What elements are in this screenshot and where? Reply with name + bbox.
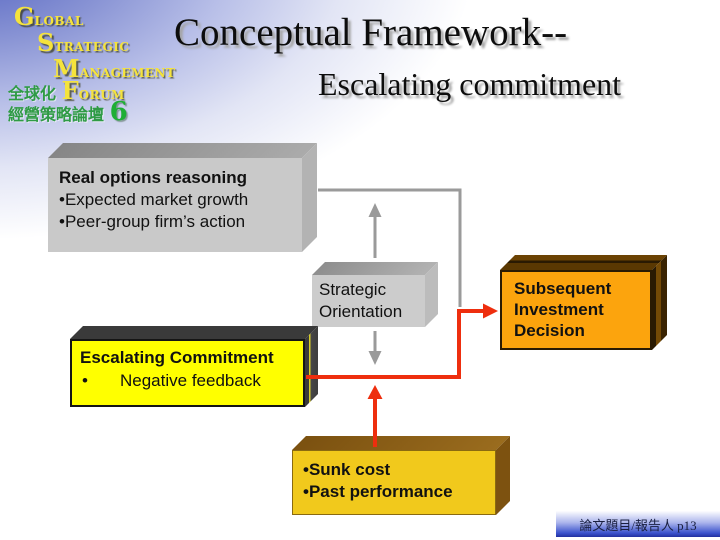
box-top-face: [70, 326, 318, 339]
subsequent-investment-line: Investment: [514, 300, 604, 319]
escalating-commitment-box: Escalating Commitment • Negative feedbac…: [70, 326, 318, 407]
box-side-face: [302, 143, 317, 252]
red-right-arrow-head-icon: [483, 303, 498, 319]
box-top-face: [500, 255, 667, 270]
strategic-orientation-line: Strategic: [319, 280, 387, 299]
subsequent-investment-line: Decision: [514, 321, 585, 340]
box-front-face: •Sunk cost •Past performance: [292, 450, 496, 515]
page-subtitle: Escalating commitment: [318, 66, 622, 102]
sunk-cost-box: •Sunk cost •Past performance: [292, 436, 510, 515]
box-side-face: [305, 326, 318, 407]
logo-initial-s: S: [37, 28, 55, 57]
box-front-face: Strategic Orientation: [312, 275, 425, 327]
gray-up-arrow-head-icon: [368, 203, 382, 217]
logo-initial-f: F: [61, 76, 79, 105]
box-front-face: Escalating Commitment • Negative feedbac…: [70, 339, 305, 407]
strategic-orientation-line: Orientation: [319, 302, 403, 321]
logo-cjk-globalization: 全球化: [8, 84, 57, 103]
logo-number-6: 6: [109, 97, 128, 127]
real-options-bullet: •Peer-group firm’s action: [59, 212, 246, 231]
logo-line-strategic: STRATEGIC: [37, 28, 130, 57]
subsequent-investment-decision-box: Subsequent Investment Decision: [500, 255, 667, 350]
sunk-cost-bullet: •Past performance: [303, 482, 453, 501]
page-title: Conceptual Framework--: [174, 11, 568, 54]
escalating-commitment-bullet: • Negative feedback: [80, 369, 303, 392]
box-side-face: [496, 436, 510, 515]
red-up-arrow-head-icon: [367, 385, 383, 399]
box-front-face: Subsequent Investment Decision: [500, 270, 652, 350]
gray-down-arrow-head-icon: [368, 351, 382, 365]
escalating-commitment-title: Escalating Commitment: [80, 348, 274, 367]
bullet-marker: •: [82, 371, 88, 390]
logo-cjk-strategy-forum: 經營策略論壇: [8, 105, 105, 124]
logo-line-forum-cjk: 經營策略論壇 6: [8, 97, 128, 127]
logo-line-management: MANAGEMENT: [53, 54, 176, 83]
logo-line-global: GLOBAL: [14, 2, 84, 31]
box-side-face: [425, 262, 438, 327]
box-side-face: [652, 255, 667, 350]
real-options-box: Real options reasoning •Expected market …: [48, 143, 317, 252]
gsm-forum-logo: GLOBAL STRATEGIC MANAGEMENT 全球化 FORUM 經營…: [0, 0, 180, 128]
logo-initial-g: G: [14, 2, 35, 31]
real-options-bullet: •Expected market growth: [59, 190, 249, 209]
box-top-face: [292, 436, 510, 450]
escalating-commitment-bullet-text: Negative feedback: [120, 371, 261, 390]
strategic-orientation-box: Strategic Orientation: [312, 262, 438, 327]
box-top-face: [312, 262, 438, 275]
box-top-face: [48, 143, 317, 158]
footer-page-label-box: 論文題目/報告人 p13: [556, 511, 720, 537]
logo-initial-m: M: [53, 54, 80, 83]
footer-page-label: 論文題目/報告人 p13: [579, 517, 697, 533]
sunk-cost-bullet: •Sunk cost: [303, 460, 391, 479]
real-options-title: Real options reasoning: [59, 168, 247, 187]
subsequent-investment-line: Subsequent: [514, 279, 612, 298]
logo-line-forum: 全球化 FORUM: [8, 76, 125, 105]
box-front-face: Real options reasoning •Expected market …: [48, 158, 302, 252]
